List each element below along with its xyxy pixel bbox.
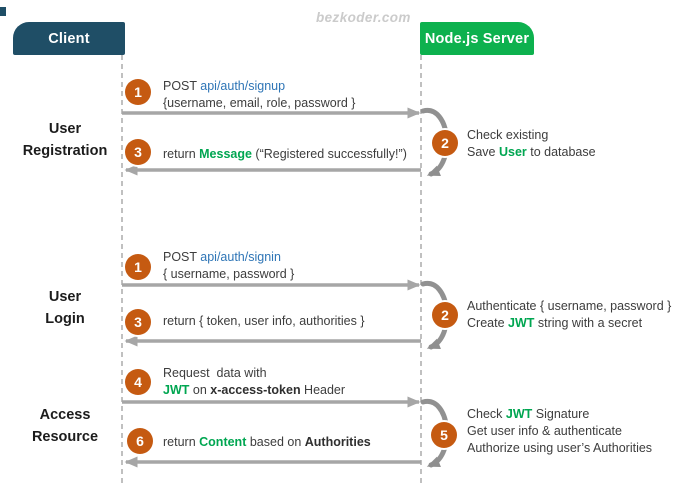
watermark: bezkoder.com [316,10,411,25]
highlight-text: JWT [505,407,533,421]
section-label-line: Login [45,311,85,327]
step-badge-reg-3: 3 [125,139,151,165]
text-segment: Check [467,407,506,421]
message-line: Authenticate { username, password } [467,299,672,313]
section-label-user-login: User Login [0,286,130,330]
edge-artifact [0,7,6,16]
text-segment: return [163,435,200,449]
note-check-existing: Check existing Save User to database [467,127,596,161]
message-return-token: return { token, user info, authorities } [163,313,365,330]
api-endpoint-text: api/auth/signup [200,79,286,93]
section-label-line: Access [39,407,91,423]
highlight-text: Content [199,435,247,449]
text-segment: POST [163,250,201,264]
message-line: Check JWT Signature [467,406,652,423]
emphasis-text: Authorities [304,435,371,449]
highlight-text: JWT [508,316,535,330]
step-badge-login-2: 2 [432,302,458,328]
message-line: return Message (“Registered successfully… [163,146,407,163]
actor-client: Client [13,22,125,55]
message-line: Save User to database [467,144,596,161]
note-authenticate: Authenticate { username, password } Crea… [467,298,671,332]
message-line: Authorize using user’s Authorities [467,441,653,455]
message-line: POST api/auth/signup [163,78,355,95]
text-segment: Save [467,145,499,159]
message-line: Get user info & authenticate [467,424,622,438]
text-segment: return [163,147,200,161]
text-segment: on [189,383,211,397]
note-check-jwt: Check JWT Signature Get user info & auth… [467,406,652,457]
highlight-text: JWT [163,383,190,397]
text-segment: string with a secret [534,316,643,330]
message-line: return Content based on Authorities [163,434,371,451]
message-return-content: return Content based on Authorities [163,434,371,451]
section-label-line: Resource [31,429,99,445]
message-return-message: return Message (“Registered successfully… [163,146,407,163]
step-badge-access-4: 4 [125,369,151,395]
api-endpoint-text: api/auth/signin [200,250,281,264]
message-line: { username, password } [163,267,295,281]
header-name-text: x-access-token [210,383,301,397]
step-badge-access-6: 6 [127,428,153,454]
message-post-signup: POST api/auth/signup {username, email, r… [163,78,355,112]
message-request-data: Request data with JWT on x-access-token … [163,365,345,399]
section-label-line: User [48,121,82,137]
step-badge-login-3: 3 [125,309,151,335]
text-segment: POST [163,79,201,93]
message-line: {username, email, role, password } [163,96,356,110]
section-label-user-registration: User Registration [0,118,130,162]
section-label-access-resource: Access Resource [0,404,130,448]
text-segment: Signature [532,407,590,421]
highlight-text: Message [199,147,252,161]
message-line: return { token, user info, authorities } [163,314,365,328]
step-badge-reg-1: 1 [125,79,151,105]
message-line: Check existing [467,128,549,142]
text-segment: to database [526,145,596,159]
text-segment: Header [300,383,346,397]
text-segment: Create [467,316,508,330]
message-line: JWT on x-access-token Header [163,382,345,399]
highlight-text: User [498,145,527,159]
section-label-line: User [48,289,82,305]
text-segment: (“Registered successfully!”) [251,147,407,161]
actor-server: Node.js Server [420,22,534,55]
step-badge-reg-2: 2 [432,130,458,156]
message-post-signin: POST api/auth/signin { username, passwor… [163,249,294,283]
text-segment: based on [246,435,305,449]
section-label-line: Registration [22,143,108,159]
step-badge-login-1: 1 [125,254,151,280]
step-badge-access-5: 5 [431,422,457,448]
message-line: Create JWT string with a secret [467,315,671,332]
message-line: POST api/auth/signin [163,249,294,266]
message-line: Request data with [163,366,267,380]
